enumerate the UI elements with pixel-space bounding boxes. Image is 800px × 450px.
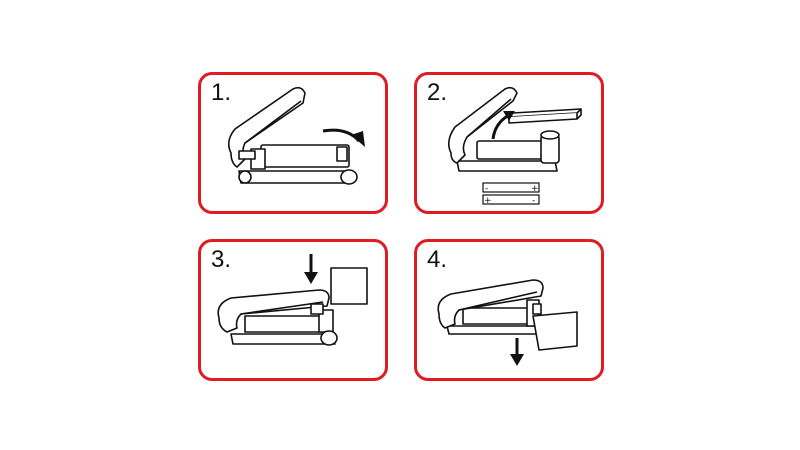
down-arrow-icon <box>510 338 524 366</box>
step-3-illustration <box>217 254 368 346</box>
battery-2-minus: - <box>532 196 535 206</box>
step-4-illustration <box>437 279 578 366</box>
step-1-illustration <box>227 86 365 185</box>
step-2-number: 2. <box>427 79 448 106</box>
step-2-panel: 2. - + + - <box>414 72 604 214</box>
rotate-arrow-icon <box>322 128 365 147</box>
step-3-panel: 3. <box>198 239 388 381</box>
battery-1-plus: + <box>531 184 539 194</box>
battery-2-plus: + <box>484 196 492 206</box>
step-4-number: 4. <box>427 246 448 273</box>
lift-arrow-icon <box>491 111 515 140</box>
down-arrow-icon <box>304 254 318 284</box>
step-1-number: 1. <box>211 79 232 106</box>
step-1-panel: 1. <box>198 72 388 214</box>
battery-icon <box>482 182 540 205</box>
step-3-number: 3. <box>211 246 232 273</box>
step-4-panel: 4. <box>414 239 604 381</box>
step-2-illustration: - + + - <box>447 86 582 206</box>
battery-1-minus: - <box>485 184 488 194</box>
